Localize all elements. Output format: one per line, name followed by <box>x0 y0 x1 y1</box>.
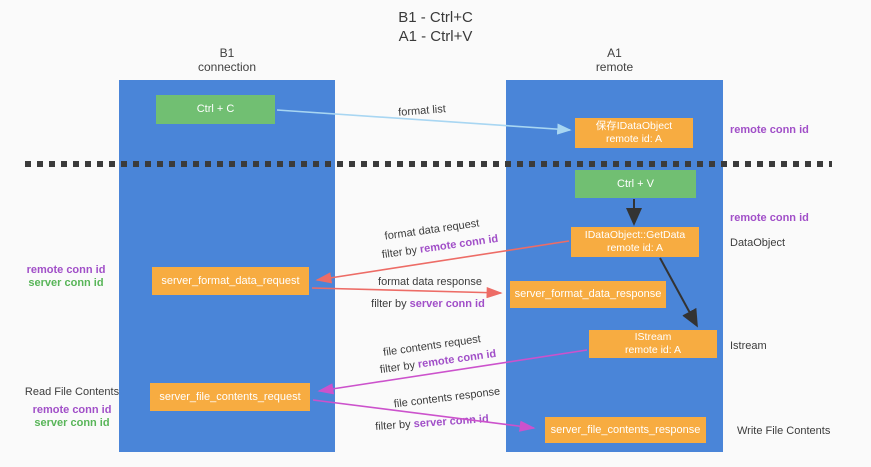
istream-label: IStream remote id: A <box>625 331 681 357</box>
ctrl-v-label: Ctrl + V <box>617 177 654 190</box>
server-format-data-response-box: server_format_data_response <box>510 281 666 308</box>
filter-by-text: filter by <box>381 244 418 262</box>
save-idataobject-line2: remote id: A <box>605 133 662 145</box>
format-request-conn-ids: remote conn id server conn id <box>10 264 122 290</box>
save-idataobject-box: 保存IDataObject remote id: A <box>575 118 693 148</box>
save-idataobject-label: 保存IDataObject remote id: A <box>596 120 672 146</box>
getdata-line2: remote id: A <box>606 242 663 254</box>
read-file-contents-annotation: Read File Contents <box>24 386 120 398</box>
istream-annotation: Istream <box>730 340 767 352</box>
server-conn-id-text: server conn id <box>413 413 490 431</box>
istream-line1: IStream <box>634 331 672 343</box>
left-column-header: B1 connection <box>119 46 335 74</box>
server-conn-id-annotation: server conn id <box>28 277 104 289</box>
format-list-label: format list <box>397 103 447 119</box>
idataobject-getdata-box: IDataObject::GetData remote id: A <box>571 227 699 257</box>
server-file-contents-request-label: server_file_contents_request <box>159 390 301 403</box>
remote-conn-id-annotation: remote conn id <box>730 212 809 224</box>
server-format-data-response-label: server_format_data_response <box>514 288 662 300</box>
server-file-contents-request-box: server_file_contents_request <box>150 383 310 411</box>
title-line-2: A1 - Ctrl+V <box>398 28 473 45</box>
getdata-line1: IDataObject::GetData <box>584 229 686 241</box>
server-format-data-request-box: server_format_data_request <box>152 267 309 295</box>
right-column-role: remote <box>595 60 634 74</box>
remote-conn-id-text: remote conn id <box>419 232 499 256</box>
diagram-title: B1 - Ctrl+C A1 - Ctrl+V <box>0 8 871 46</box>
ctrl-c-box: Ctrl + C <box>156 95 275 124</box>
format-data-response-arrow <box>311 287 503 299</box>
format-data-response-label: format data response <box>378 276 482 288</box>
save-idataobject-line1: 保存IDataObject <box>595 120 673 132</box>
ctrl-v-box: Ctrl + V <box>575 170 696 198</box>
session-divider-dashed-line <box>25 161 832 167</box>
server-format-data-request-label: server_format_data_request <box>161 274 300 287</box>
remote-conn-id-annotation: remote conn id <box>26 264 106 276</box>
filter-by-text: filter by <box>374 418 412 433</box>
server-file-contents-response-box: server_file_contents_response <box>545 417 706 443</box>
remote-conn-id-annotation: remote conn id <box>730 124 809 136</box>
istream-box: IStream remote id: A <box>589 330 717 358</box>
filter-by-text: filter by <box>371 298 407 310</box>
istream-line2: remote id: A <box>624 344 682 356</box>
server-file-contents-response-label: server_file_contents_response <box>550 423 701 436</box>
left-column-name: B1 <box>219 46 235 60</box>
read-file-contents-block: Read File Contents remote conn id server… <box>8 386 136 430</box>
idataobject-getdata-label: IDataObject::GetData remote id: A <box>585 229 685 255</box>
file-contents-response-label: file contents response <box>393 385 501 411</box>
right-column-name: A1 <box>607 46 622 60</box>
right-column-header: A1 remote <box>506 46 723 74</box>
write-file-contents-annotation: Write File Contents <box>737 425 831 437</box>
filter-by-text: filter by <box>379 359 416 377</box>
server-conn-id-text: server conn id <box>409 298 485 310</box>
title-line-1: B1 - Ctrl+C <box>398 9 473 26</box>
server-conn-id-annotation: server conn id <box>34 417 110 429</box>
left-column-role: connection <box>197 60 257 74</box>
dataobject-annotation: DataObject <box>730 237 786 249</box>
remote-conn-id-annotation: remote conn id <box>32 404 112 416</box>
ctrl-c-label: Ctrl + C <box>196 103 235 115</box>
